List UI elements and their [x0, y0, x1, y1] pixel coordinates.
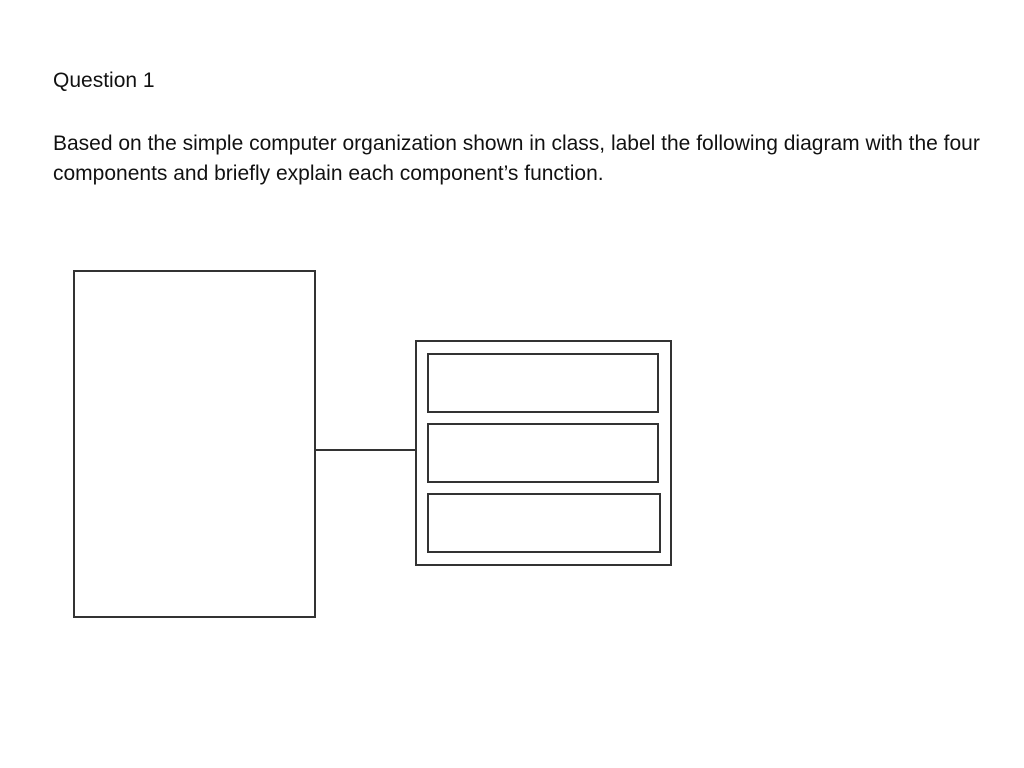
- left-component-box: [73, 270, 316, 618]
- question-heading: Question 1: [53, 69, 155, 92]
- right-component-middle-slot: [427, 423, 659, 483]
- right-component-bottom-slot: [427, 493, 661, 553]
- right-component-top-slot: [427, 353, 659, 413]
- question-prompt: Based on the simple computer organizatio…: [53, 132, 980, 185]
